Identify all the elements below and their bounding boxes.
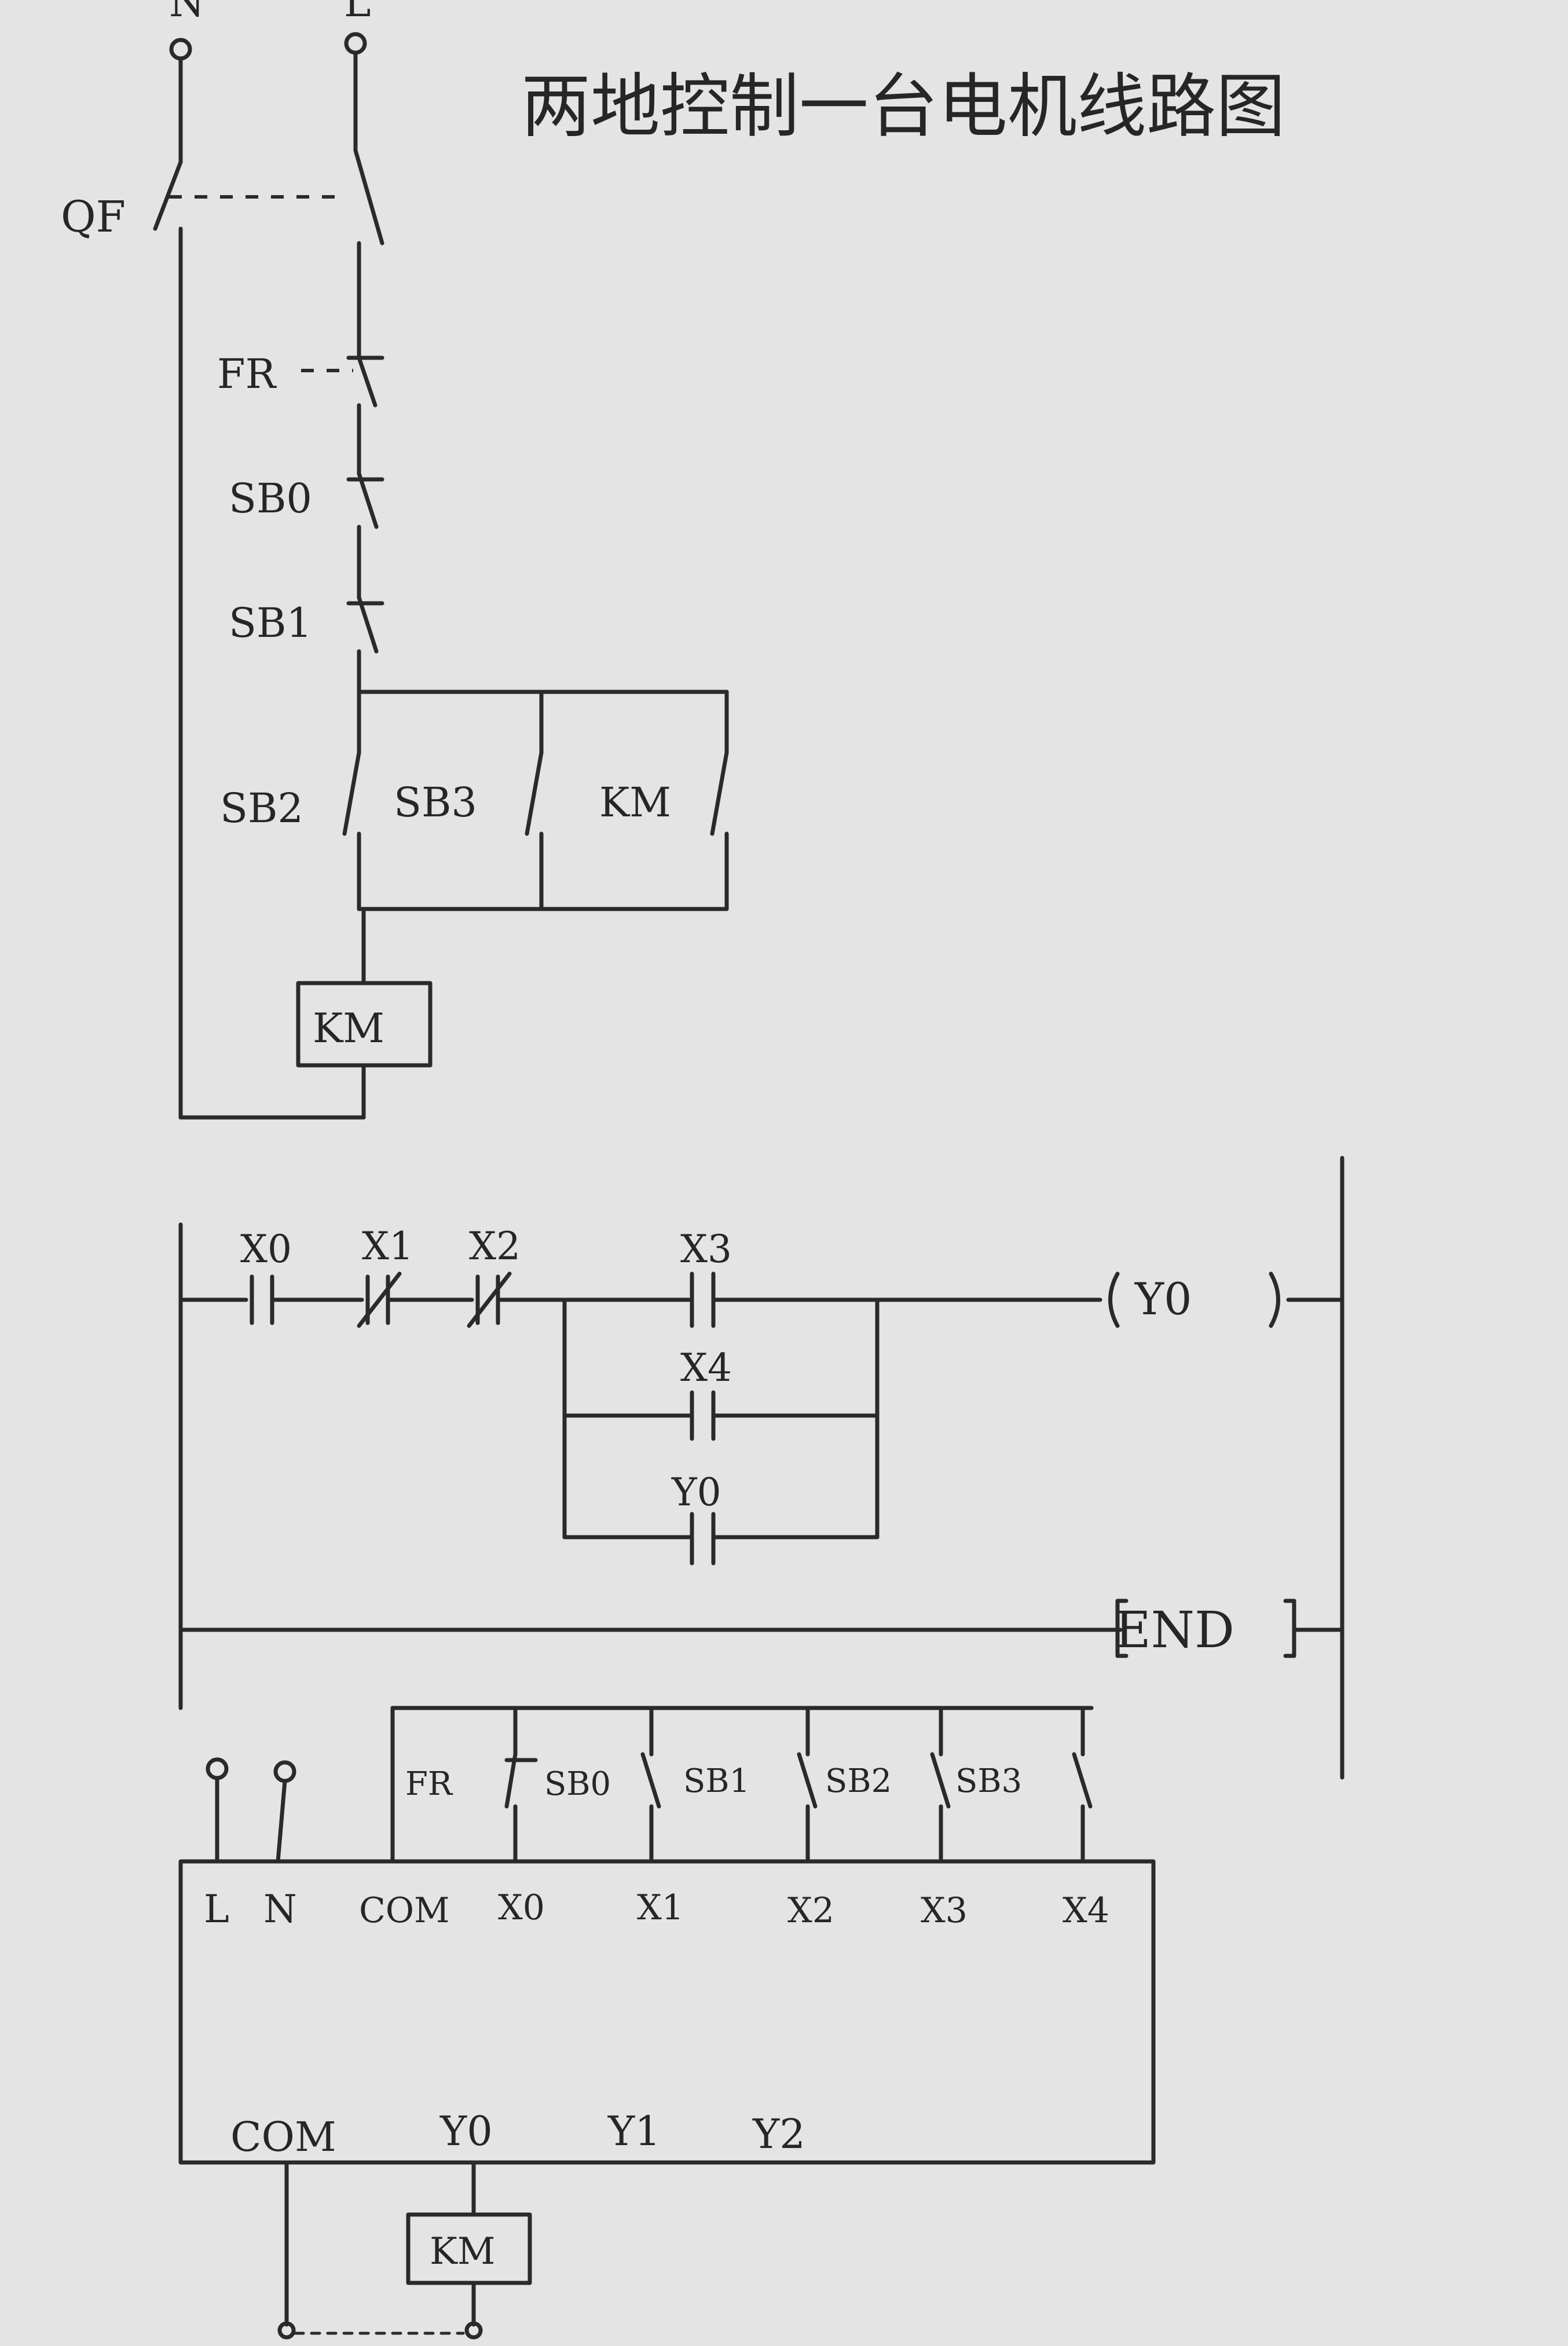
- breaker-blade-right: [353, 148, 384, 245]
- ladder-diagram: X0 X1 X2 X3 X4 Y0: [178, 1156, 1344, 1780]
- start-button-b-label: SB3: [394, 779, 477, 826]
- overload-label: FR: [217, 350, 277, 398]
- terminal-l: [344, 32, 367, 55]
- stop-button-b-contact: [357, 595, 379, 654]
- terminal-x0: X0: [498, 1887, 545, 1928]
- terminal-x2: X2: [787, 1890, 834, 1931]
- plc-coil-km-label: KM: [430, 2230, 495, 2273]
- contact-x1-slash: [357, 1271, 402, 1328]
- terminal-x1: X1: [637, 1887, 684, 1928]
- stop-button-b-label: SB1: [229, 599, 312, 647]
- hold-contact: [710, 750, 729, 836]
- input-sb0-label: SB0: [544, 1765, 611, 1803]
- contact-y0-label: Y0: [671, 1470, 721, 1515]
- plc-unit: [178, 1859, 1156, 2165]
- diagram-title: 两地控制一台电机线路图: [521, 67, 1285, 147]
- contact-x2-slash: [467, 1271, 512, 1328]
- breaker-blade-left: [153, 160, 183, 231]
- terminal-com-output: COM: [230, 2113, 336, 2161]
- contact-x1-label: X1: [362, 1224, 413, 1269]
- input-sb3-label: SB3: [955, 1762, 1022, 1800]
- terminal-y2: Y2: [752, 2110, 805, 2158]
- contact-x4-label: X4: [680, 1346, 732, 1390]
- input-fr-label: FR: [405, 1765, 453, 1803]
- input-sb3-contact: [1072, 1752, 1093, 1809]
- terminal-l-label: L: [344, 0, 371, 26]
- output-supply-terminal: [277, 2321, 296, 2340]
- output-coil-label: Y0: [1134, 1273, 1192, 1325]
- terminal-n: N: [263, 1887, 297, 1931]
- output-coil-right: [1269, 1271, 1280, 1328]
- terminal-y1: Y1: [607, 2107, 661, 2155]
- input-sb1-label: SB1: [683, 1762, 750, 1800]
- contact-x0-label: X0: [240, 1227, 292, 1271]
- end-instruction: END: [1115, 1601, 1234, 1659]
- overload-contact: [357, 355, 378, 408]
- plc-supply-terminal: [273, 1760, 296, 1783]
- stop-button-a-contact: [357, 471, 379, 529]
- coil-km-label: KM: [313, 1005, 384, 1052]
- terminal-n-label: N: [169, 0, 204, 26]
- breaker-label: QF: [61, 192, 126, 242]
- terminal-x3: X3: [921, 1890, 968, 1931]
- start-button-a-label: SB2: [220, 785, 303, 832]
- start-button-a-contact: [342, 750, 361, 836]
- coil-km: [296, 981, 433, 1068]
- plc-wiring: FR SB0 SB1 SB2 SB3 L N COM X0 X1 X2: [178, 1706, 1156, 2340]
- input-sb0-contact: [640, 1752, 661, 1809]
- contact-x3-label: X3: [680, 1227, 732, 1271]
- output-coil-left: [1108, 1271, 1120, 1328]
- input-sb1-contact: [797, 1752, 818, 1809]
- plc-coil-km: [406, 2212, 532, 2285]
- output-supply-terminal: [464, 2321, 483, 2340]
- terminal-com-input: COM: [359, 1890, 450, 1931]
- terminal-y0: Y0: [439, 2107, 493, 2155]
- input-fr-contact: [504, 1752, 518, 1809]
- relay-circuit: N L QF FR SB0 SB1: [61, 0, 729, 1120]
- wire: [276, 1779, 287, 1864]
- input-sb2-label: SB2: [825, 1762, 892, 1800]
- stop-button-a-label: SB0: [229, 475, 312, 522]
- input-sb2-contact: [930, 1752, 951, 1809]
- plc-supply-terminal: [206, 1757, 229, 1780]
- start-button-b-contact: [525, 750, 544, 836]
- terminal-x4: X4: [1063, 1890, 1109, 1931]
- contact-x2-label: X2: [469, 1224, 521, 1269]
- terminal-l: L: [204, 1887, 229, 1931]
- hold-contact-label: KM: [599, 779, 671, 826]
- terminal-n: [169, 38, 192, 61]
